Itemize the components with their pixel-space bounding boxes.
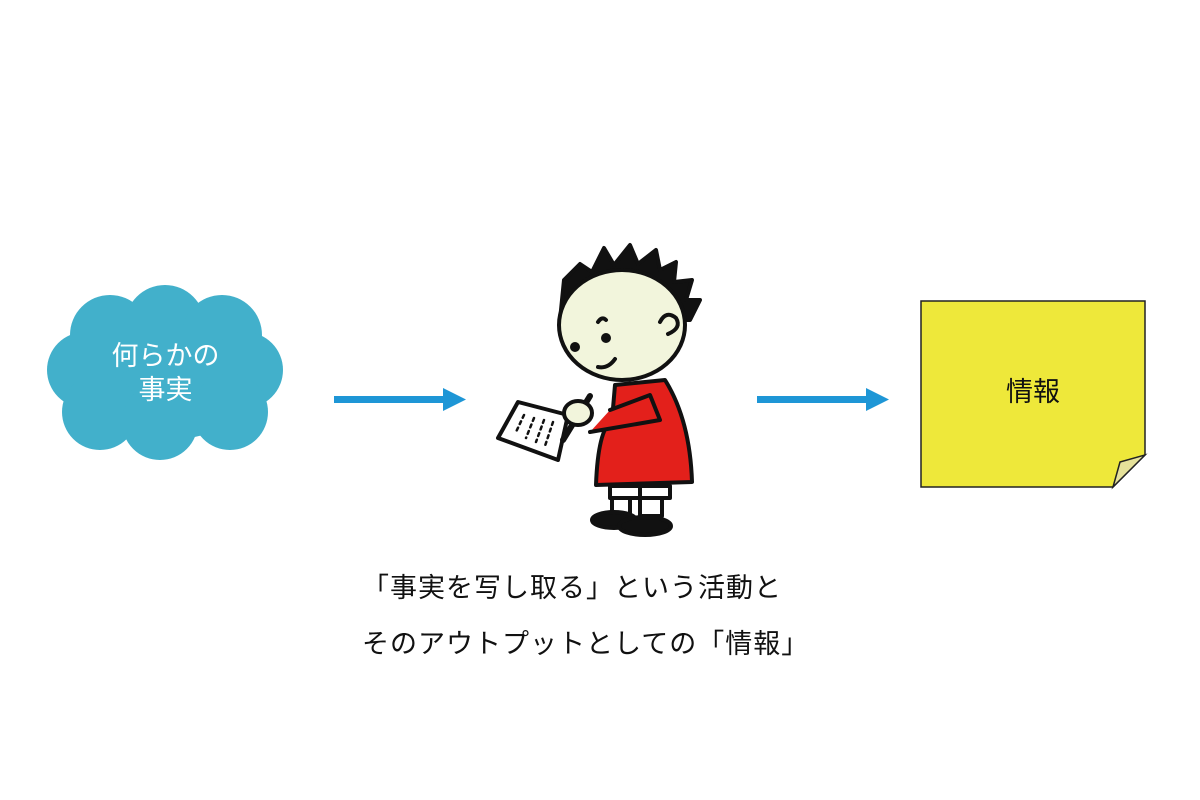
note-label: 情報 [1006, 377, 1060, 408]
caption-line1: 「事実を写し取る」という活動と [362, 573, 782, 604]
cloud-shape [47, 285, 283, 460]
caption-line2: そのアウトプットとしての「情報」 [362, 629, 810, 660]
cloud-label-line1: 何らかの [111, 341, 220, 372]
cloud-label-line2: 事実 [138, 375, 193, 406]
arrow-right-icon [757, 388, 889, 411]
person-writing-illustration [496, 243, 702, 537]
sticky-note [920, 300, 1148, 490]
cloud-label: 何らかの 事実 [48, 340, 283, 408]
arrow-right-icon [334, 388, 466, 411]
